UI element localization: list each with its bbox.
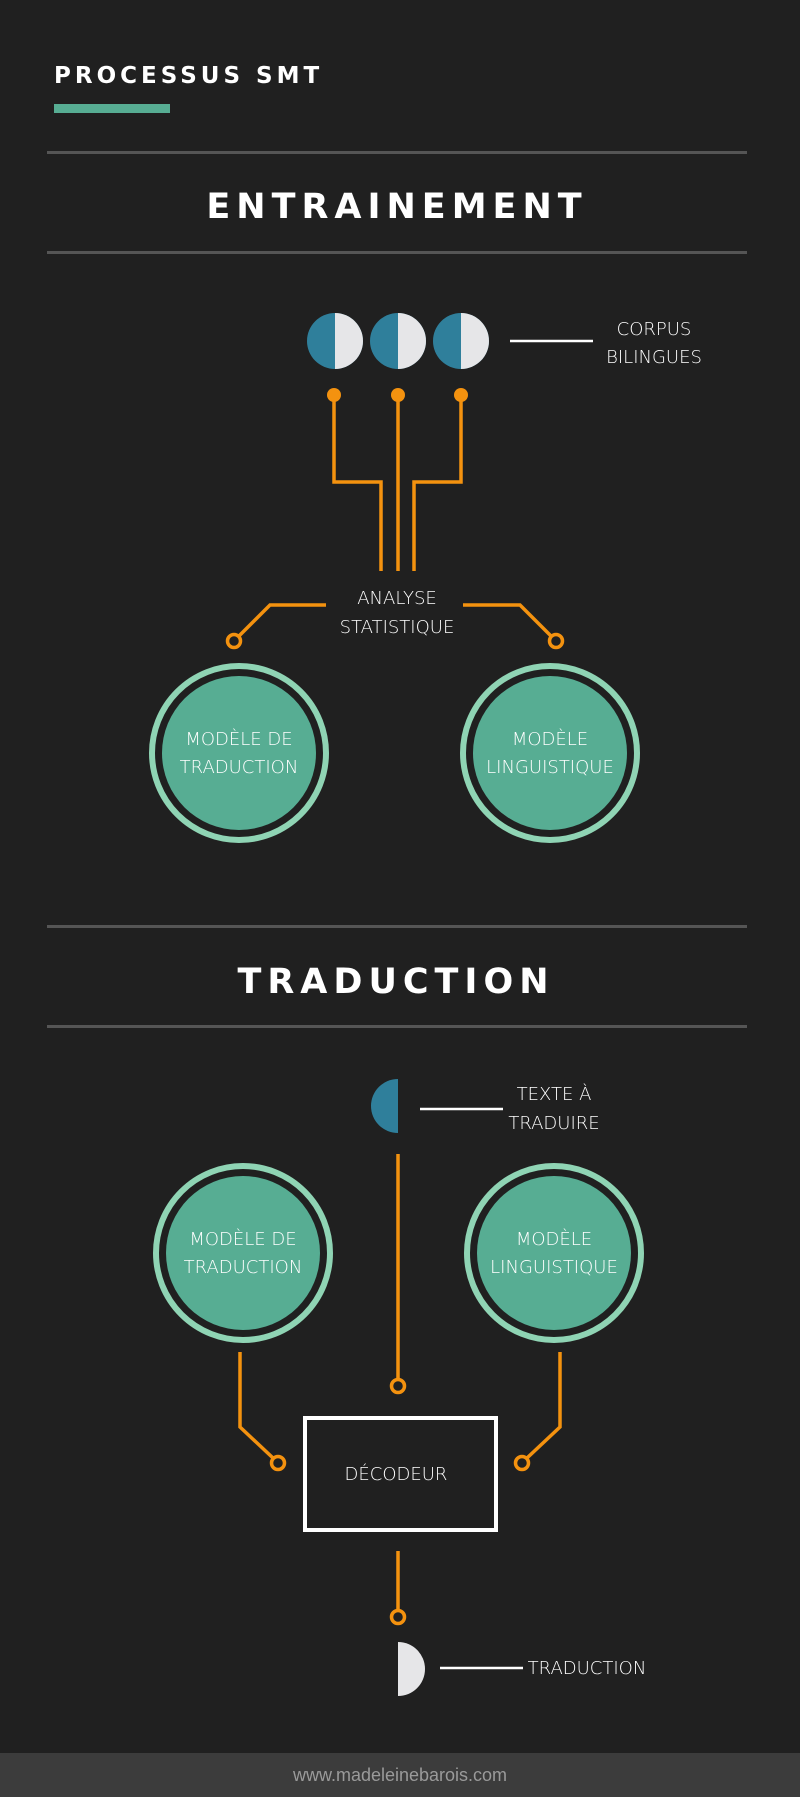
corpus-icon-3 (433, 313, 489, 369)
corpus-node-1 (327, 388, 341, 402)
output-icon (398, 1642, 425, 1696)
translation-language-model (464, 1163, 644, 1343)
training-translation-model (149, 663, 329, 843)
decoder-box (303, 1416, 498, 1532)
decoder-input-node-top (389, 1377, 407, 1395)
corpus-node-2 (391, 388, 405, 402)
source-text-label-line1: TEXTE À (517, 1083, 592, 1105)
decoder-input-node-left (269, 1454, 287, 1472)
analysis-to-models-wires (237, 603, 553, 638)
analysis-label-line2: STATISTIQUE (340, 617, 455, 638)
source-text-icon (371, 1079, 398, 1133)
corpus-node-3 (454, 388, 468, 402)
page-title: PROCESSUS SMT (54, 63, 323, 89)
training-language-model (460, 663, 640, 843)
corpus-icon-1 (307, 313, 363, 369)
output-label: TRADUCTION (528, 1658, 647, 1679)
corpus-icon-2 (370, 313, 426, 369)
training-translation-model-label-1: MODÈLE DE (185, 728, 292, 750)
decoder-output-node (389, 1608, 407, 1626)
wire-end-left (225, 632, 243, 650)
corpus-label-line1: CORPUS (617, 319, 692, 340)
decoder-label: DÉCODEUR (345, 1463, 448, 1485)
translation-translation-model (153, 1163, 333, 1343)
decoder-input-wires (238, 1154, 562, 1611)
title-underline (54, 104, 170, 113)
section-title-training: ENTRAINEMENT (206, 187, 587, 227)
translation-language-model-label-1: MODÈLE (516, 1228, 592, 1250)
training-language-model-label-2: LINGUISTIQUE (486, 757, 614, 778)
decoder-input-node-right (513, 1454, 531, 1472)
footer-url[interactable]: www.madeleinebarois.com (0, 1753, 800, 1797)
translation-translation-model-label-1: MODÈLE DE (189, 1228, 296, 1250)
source-text-label-line2: TRADUIRE (508, 1113, 599, 1134)
training-language-model-label-1: MODÈLE (512, 728, 588, 750)
wire-end-right (547, 632, 565, 650)
translation-language-model-label-2: LINGUISTIQUE (490, 1257, 618, 1278)
corpus-label-line2: BILINGUES (606, 347, 702, 368)
section-title-translation: TRADUCTION (237, 962, 554, 1002)
corpus-to-analysis-wires (332, 395, 463, 571)
training-translation-model-label-2: TRADUCTION (180, 757, 299, 778)
analysis-label-line1: ANALYSE (357, 588, 437, 609)
translation-translation-model-label-2: TRADUCTION (184, 1257, 303, 1278)
